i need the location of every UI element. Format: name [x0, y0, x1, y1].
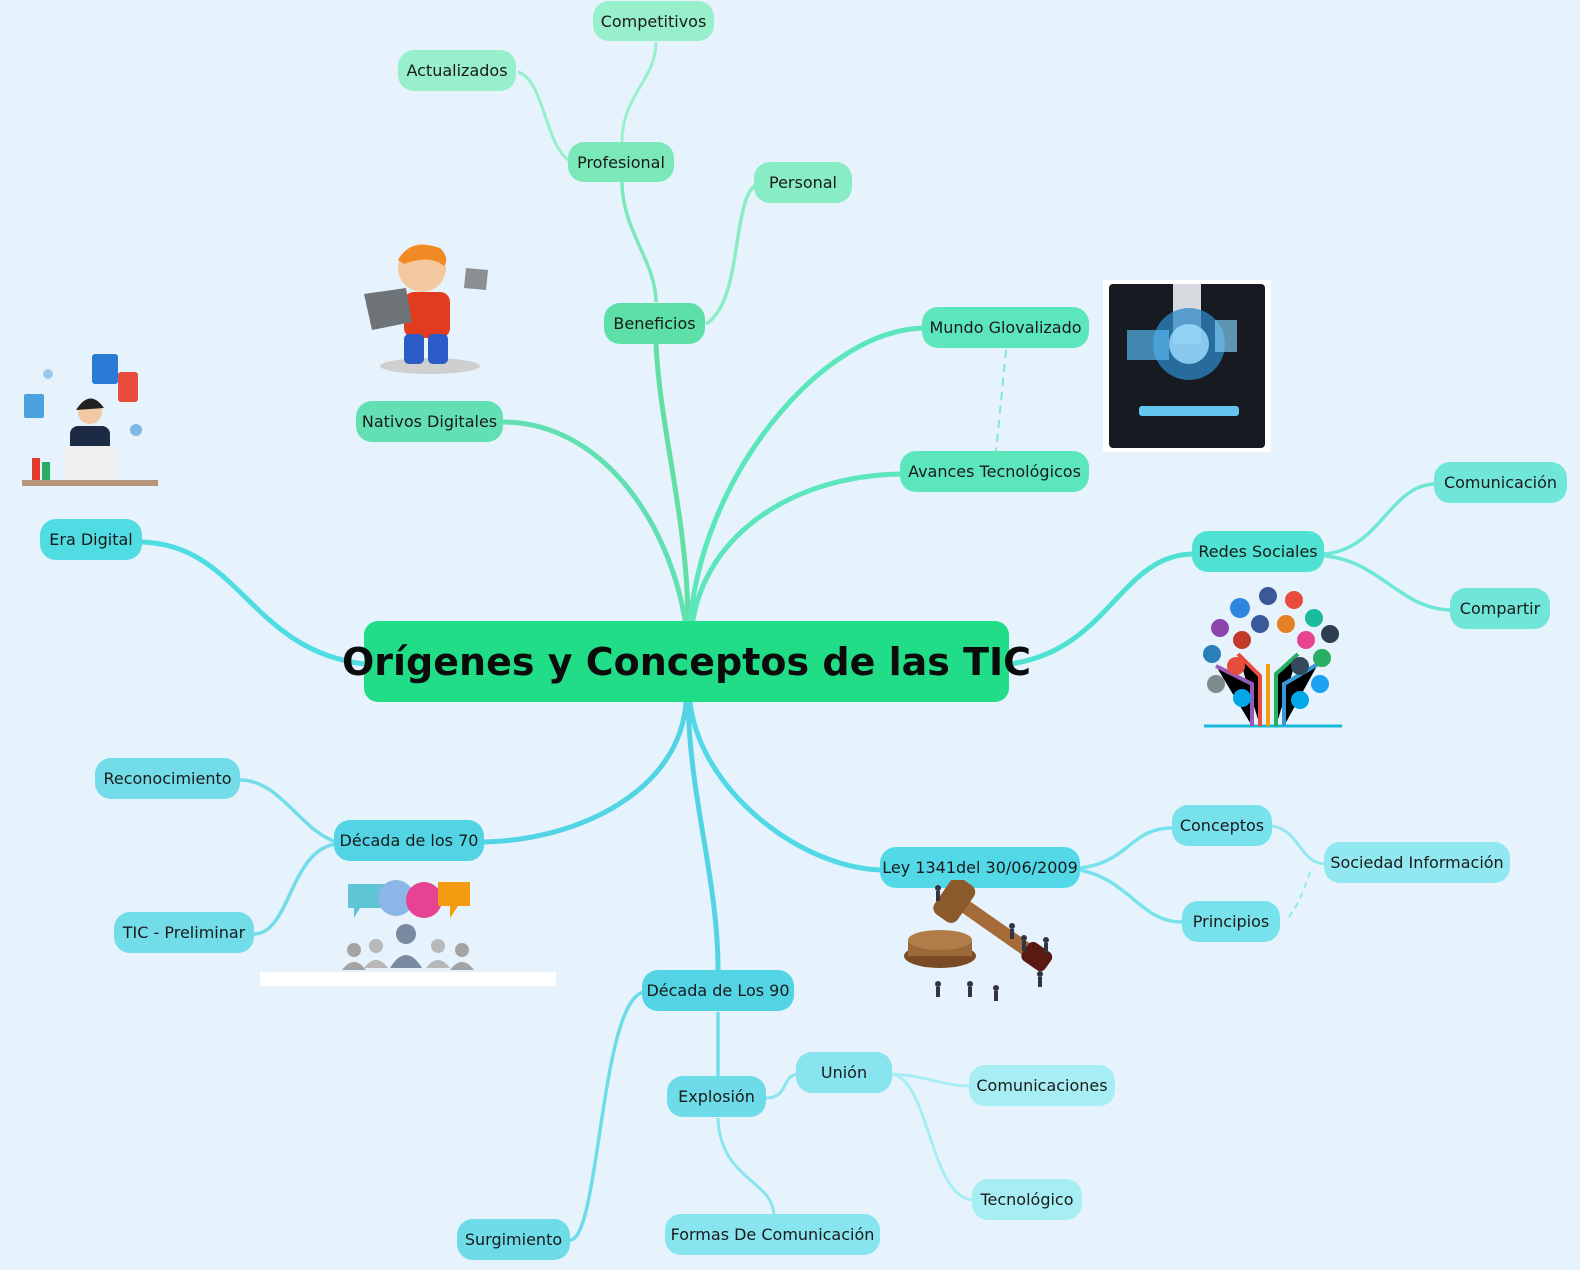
node-profesional[interactable]: Profesional [568, 142, 674, 182]
node-nativos-digitales[interactable]: Nativos Digitales [356, 401, 503, 442]
child-with-laptop-illustration [364, 244, 488, 374]
node-conceptos[interactable]: Conceptos [1172, 805, 1272, 846]
node-union[interactable]: Unión [796, 1052, 892, 1093]
node-tic-preliminar[interactable]: TIC - Preliminar [114, 912, 254, 953]
node-actualizados[interactable]: Actualizados [398, 50, 516, 91]
gavel-and-people-illustration [904, 880, 1053, 1001]
node-comunicacion[interactable]: Comunicación [1434, 462, 1567, 503]
node-decada-90[interactable]: Década de Los 90 [642, 970, 794, 1011]
speech-bubbles-people-illustration [342, 880, 474, 970]
node-tecnologico[interactable]: Tecnológico [972, 1179, 1082, 1220]
node-beneficios[interactable]: Beneficios [604, 303, 705, 344]
office-worker-illustration [22, 354, 158, 486]
hands-holding-tablet-photo [1103, 280, 1271, 452]
node-sociedad-informacion[interactable]: Sociedad Información [1324, 842, 1510, 883]
node-competitivos[interactable]: Competitivos [593, 1, 714, 41]
node-compartir[interactable]: Compartir [1450, 588, 1550, 629]
node-era-digital[interactable]: Era Digital [40, 519, 142, 560]
node-redes-sociales[interactable]: Redes Sociales [1192, 531, 1324, 572]
node-surgimiento[interactable]: Surgimiento [457, 1219, 570, 1260]
node-explosion[interactable]: Explosión [667, 1076, 766, 1117]
node-formas-comunicacion[interactable]: Formas De Comunicación [665, 1214, 880, 1255]
node-comunicaciones[interactable]: Comunicaciones [969, 1065, 1115, 1106]
node-personal[interactable]: Personal [754, 162, 852, 203]
node-mundo-glovalizado[interactable]: Mundo Glovalizado [922, 307, 1089, 348]
central-topic[interactable]: Orígenes y Conceptos de las TIC [342, 621, 1031, 702]
social-media-tree-illustration [1203, 587, 1342, 728]
node-avances-tecnologicos[interactable]: Avances Tecnológicos [900, 451, 1089, 492]
node-reconocimiento[interactable]: Reconocimiento [95, 758, 240, 799]
node-principios[interactable]: Principios [1182, 901, 1280, 942]
node-decada-70[interactable]: Década de los 70 [334, 820, 484, 861]
node-ley-1341[interactable]: Ley 1341del 30/06/2009 [880, 847, 1080, 888]
image-caption-strip [260, 972, 556, 986]
